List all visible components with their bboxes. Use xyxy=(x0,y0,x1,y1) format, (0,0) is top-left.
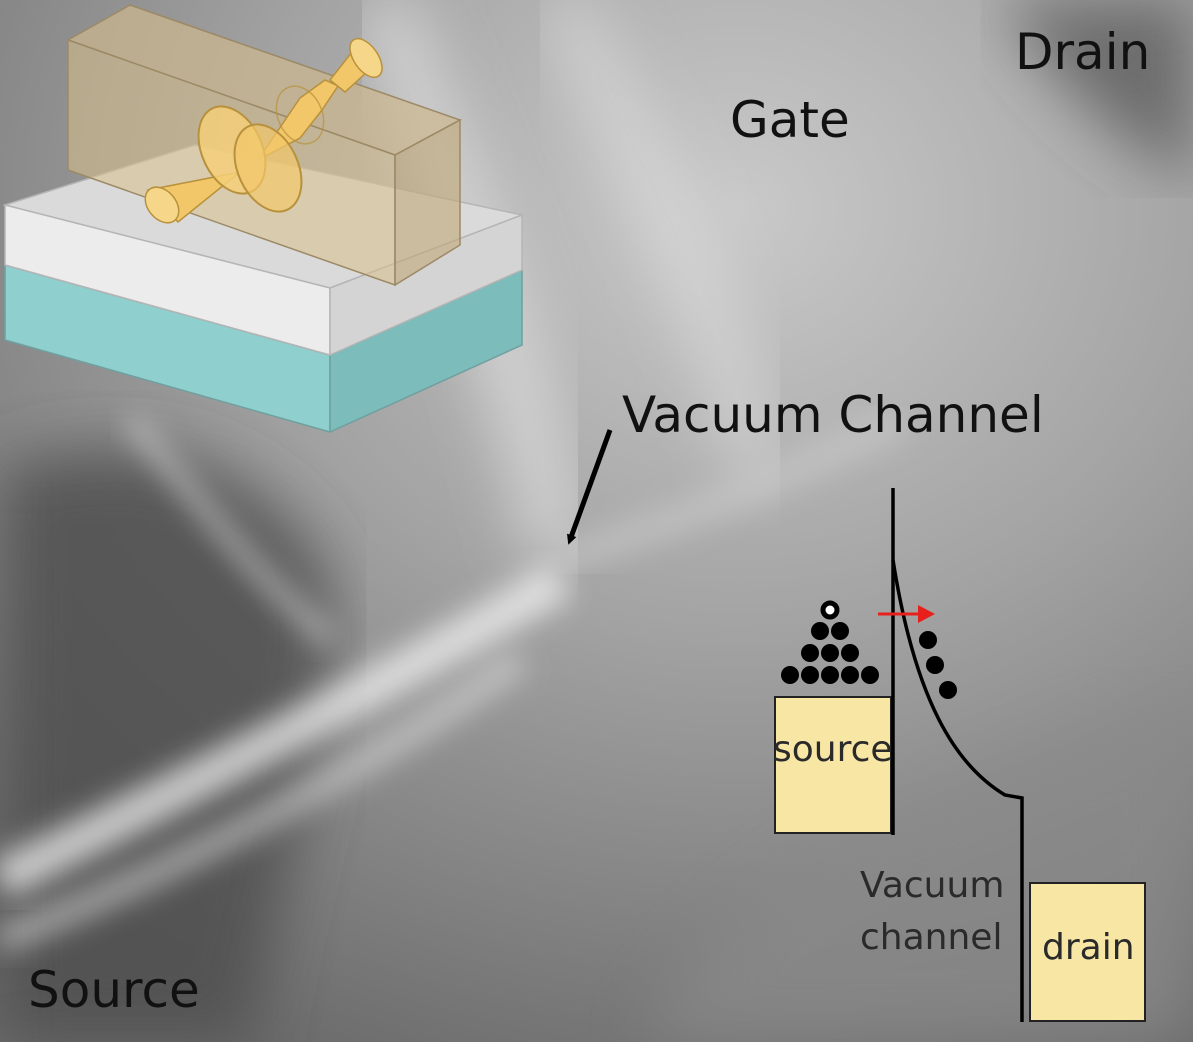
emission-arrow xyxy=(878,605,935,623)
device-3d-illustration xyxy=(2,4,525,434)
band-drain-label: drain xyxy=(1042,927,1135,968)
source-label: Source xyxy=(28,961,200,1019)
band-diagram xyxy=(774,488,1146,1022)
band-source-label: source xyxy=(773,729,893,770)
gate-box-side xyxy=(394,118,461,287)
band-vacuum-label-line2: channel xyxy=(860,917,1003,958)
tunneling-electrons xyxy=(919,631,957,699)
potential-barrier-curve xyxy=(891,559,1024,1022)
band-vacuum-label-line1: Vacuum xyxy=(860,865,1005,906)
drain-label: Drain xyxy=(1015,23,1151,81)
source-metal-box xyxy=(774,696,892,834)
vacuum-channel-label: Vacuum Channel xyxy=(622,386,1044,444)
cone-source xyxy=(144,171,241,224)
vacuum-channel-arrow xyxy=(567,429,613,545)
gate-label: Gate xyxy=(730,91,850,149)
electron-pile xyxy=(781,600,879,684)
drain-metal-box xyxy=(1029,882,1146,1022)
gate-ring xyxy=(197,85,325,213)
